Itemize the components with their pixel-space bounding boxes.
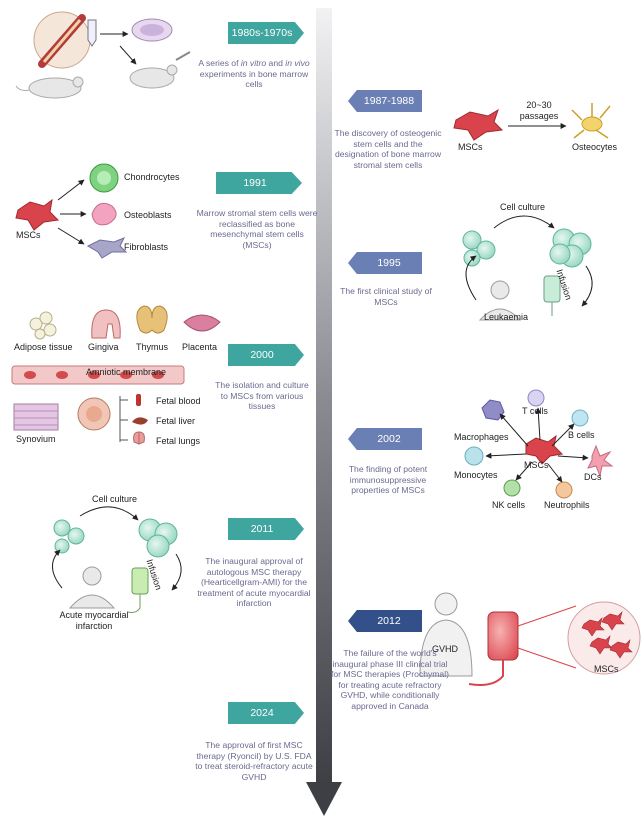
b-cell-icon bbox=[571, 409, 589, 427]
gvhd-therapy-illustration bbox=[419, 592, 641, 686]
year-label: 2024 bbox=[250, 707, 274, 719]
timeline-desc-8: The failure of the world's inaugural pha… bbox=[331, 648, 449, 711]
label-thymus: Thymus bbox=[136, 342, 169, 352]
year-tag-5: 2000 bbox=[228, 344, 304, 366]
label-fetal-blood: Fetal blood bbox=[156, 396, 201, 406]
year-label: 1995 bbox=[377, 257, 401, 269]
year-label: 2000 bbox=[250, 349, 274, 361]
label-mscs: MSCs bbox=[594, 664, 619, 674]
label-mscs: MSCs bbox=[458, 142, 483, 152]
label-neutrophils: Neutrophils bbox=[544, 500, 590, 510]
label-mscs: MSCs bbox=[16, 230, 41, 240]
label-chondrocytes: Chondrocytes bbox=[124, 172, 180, 182]
year-label: 1987-1988 bbox=[363, 95, 415, 107]
year-tag-1: 1980s-1970s bbox=[228, 22, 304, 44]
msc-zoom-circle bbox=[567, 601, 641, 675]
leukaemia-therapy-illustration bbox=[462, 215, 593, 321]
msc-differentiation-illustration bbox=[15, 163, 128, 259]
year-label: 2011 bbox=[250, 523, 274, 535]
year-tag-4: 1995 bbox=[348, 252, 422, 274]
year-tag-2: 1987-1988 bbox=[348, 90, 422, 112]
label-passages: 20~30 passages bbox=[519, 100, 559, 121]
year-tag-3: 1991 bbox=[216, 172, 302, 194]
label-ami: Acute myocardial infarction bbox=[59, 610, 129, 631]
monocyte-icon bbox=[464, 446, 484, 466]
label-synovium: Synovium bbox=[16, 434, 56, 444]
tissue-sources-illustration bbox=[11, 305, 221, 445]
timeline-desc-7: The inaugural approval of autologous MSC… bbox=[197, 556, 311, 608]
immunosuppression-illustration bbox=[464, 389, 614, 499]
label-t-cells: T cells bbox=[522, 406, 548, 416]
timeline-arrow bbox=[306, 8, 342, 816]
timeline-desc-9: The approval of first MSC therapy (Ryonc… bbox=[195, 740, 313, 782]
fetal-blood-icon bbox=[136, 394, 141, 406]
year-label: 1980s-1970s bbox=[231, 27, 293, 39]
label-monocytes: Monocytes bbox=[454, 470, 498, 480]
thymus-icon bbox=[136, 305, 168, 334]
macrophage-icon bbox=[481, 399, 505, 421]
year-tag-8: 2012 bbox=[348, 610, 422, 632]
synovium-icon bbox=[13, 403, 59, 431]
timeline-desc-3: Marrow stromal stem cells were reclassif… bbox=[196, 208, 318, 250]
ami-therapy-illustration bbox=[52, 506, 182, 613]
year-tag-9: 2024 bbox=[228, 702, 304, 724]
timeline-desc-6: The finding of potent immunosuppressive … bbox=[348, 464, 428, 495]
year-label: 2002 bbox=[377, 433, 401, 445]
year-tag-6: 2002 bbox=[348, 428, 422, 450]
year-tag-7: 2011 bbox=[228, 518, 304, 540]
label-cell-culture: Cell culture bbox=[92, 494, 138, 504]
label-fetal-liver: Fetal liver bbox=[156, 416, 196, 426]
t-cell-icon bbox=[527, 389, 545, 407]
infusion-bag-icon bbox=[487, 611, 519, 661]
fetal-liver-icon bbox=[132, 417, 148, 425]
label-gingiva: Gingiva bbox=[88, 342, 119, 352]
label-amniotic: Amniotic membrane bbox=[86, 367, 167, 377]
year-label: 1991 bbox=[243, 177, 267, 189]
gingiva-icon bbox=[91, 309, 121, 339]
placenta-icon bbox=[183, 314, 221, 332]
msc-to-osteocyte-illustration bbox=[453, 103, 611, 141]
bone-marrow-experiment-illustration bbox=[15, 11, 191, 99]
dc-icon bbox=[587, 444, 614, 478]
timeline-desc-4: The first clinical study of MSCs bbox=[340, 286, 432, 307]
year-label: 2012 bbox=[377, 615, 401, 627]
timeline-desc-2: The discovery of osteogenic stem cells a… bbox=[334, 128, 442, 170]
fetal-lungs-icon bbox=[133, 431, 145, 445]
label-fetal-lungs: Fetal lungs bbox=[156, 436, 201, 446]
label-osteocytes: Osteocytes bbox=[572, 142, 618, 152]
label-fibroblasts: Fibroblasts bbox=[124, 242, 169, 252]
timeline-desc-5: The isolation and culture to MSCs from v… bbox=[215, 380, 309, 411]
label-b-cells: B cells bbox=[568, 430, 595, 440]
label-nk-cells: NK cells bbox=[492, 500, 526, 510]
neutrophil-icon bbox=[555, 481, 573, 499]
label-adipose: Adipose tissue bbox=[14, 342, 73, 352]
timeline-desc-1: A series of in vitro and in vivo experim… bbox=[198, 58, 310, 89]
label-mscs: MSCs bbox=[524, 460, 549, 470]
label-osteoblasts: Osteoblasts bbox=[124, 210, 172, 220]
label-cell-culture: Cell culture bbox=[500, 202, 546, 212]
nk-cell-icon bbox=[503, 479, 521, 497]
adipose-tissue-icon bbox=[29, 311, 57, 340]
label-dcs: DCs bbox=[584, 472, 602, 482]
label-gvhd: GVHD bbox=[432, 644, 459, 654]
label-macrophages: Macrophages bbox=[454, 432, 509, 442]
label-leukaemia: Leukaemia bbox=[484, 312, 529, 322]
label-placenta: Placenta bbox=[182, 342, 218, 352]
